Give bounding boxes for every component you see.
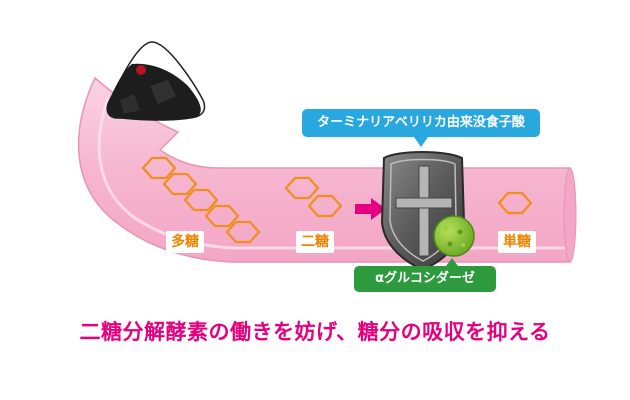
hexagon-mark [225, 220, 261, 244]
hexagon-mark [307, 194, 343, 218]
hexagon-mark [183, 188, 219, 212]
enzyme-callout-pointer [446, 258, 458, 266]
arrow-icon [355, 198, 386, 220]
caption: 二糖分解酵素の働きを妨げ、糖分の吸収を抑える [79, 320, 551, 344]
disaccharide-label: 二糖 [296, 231, 334, 253]
polysaccharide-label: 多糖 [166, 231, 204, 253]
hexagon-mark [204, 204, 240, 228]
hexagon-mark [284, 176, 320, 200]
shield-callout: ターミナリアベリリカ由来没食子酸 [302, 109, 540, 137]
hexagon-mark [162, 172, 198, 196]
hexagon-mark [497, 191, 533, 215]
polysaccharide-chain [141, 156, 261, 244]
onigiri-icon [106, 41, 206, 121]
green-ball-icon [433, 215, 475, 257]
enzyme-callout: αグルコシダーゼ [354, 266, 496, 292]
disaccharide-pair [284, 176, 343, 218]
monosaccharide-label: 単糖 [498, 231, 536, 253]
monosaccharide [497, 191, 533, 215]
hexagon-mark [141, 156, 177, 180]
shield-callout-pointer [414, 137, 428, 147]
